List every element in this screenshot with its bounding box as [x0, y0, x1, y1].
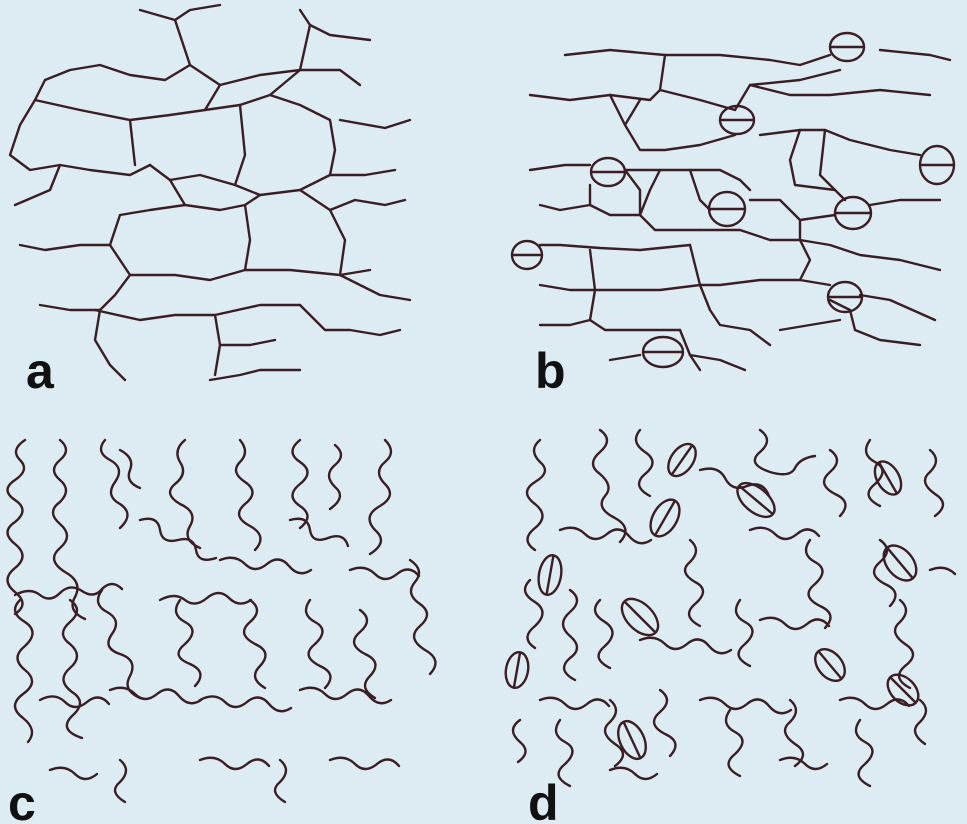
stoma [615, 592, 664, 641]
panel-label-c: c [8, 775, 36, 824]
panel-a-cell-walls [10, 5, 410, 380]
stoma [720, 106, 754, 134]
panel-label-d: d [528, 775, 559, 824]
stoma [835, 197, 871, 229]
stoma [645, 495, 686, 542]
panel-d-cell-walls [513, 430, 955, 786]
panel-label-b: b [535, 343, 566, 399]
stoma [663, 439, 702, 481]
panel-a: a [10, 5, 410, 399]
panel-d-stomata [503, 439, 924, 763]
stoma [613, 717, 652, 763]
stoma [830, 33, 864, 61]
stoma [882, 669, 924, 711]
stoma [643, 337, 683, 367]
panel-label-a: a [26, 343, 55, 399]
panel-c-cell-walls [8, 440, 436, 802]
stoma [591, 158, 625, 186]
panel-b-stomata [512, 33, 954, 367]
panel-c: c [8, 440, 436, 824]
stoma [503, 650, 531, 689]
stoma [709, 192, 745, 226]
stoma [809, 643, 851, 686]
stoma [536, 553, 565, 596]
stoma [877, 539, 923, 586]
panel-d: d [503, 430, 955, 824]
panel-b: b [512, 33, 954, 399]
stoma [512, 241, 542, 269]
stoma [920, 146, 954, 184]
